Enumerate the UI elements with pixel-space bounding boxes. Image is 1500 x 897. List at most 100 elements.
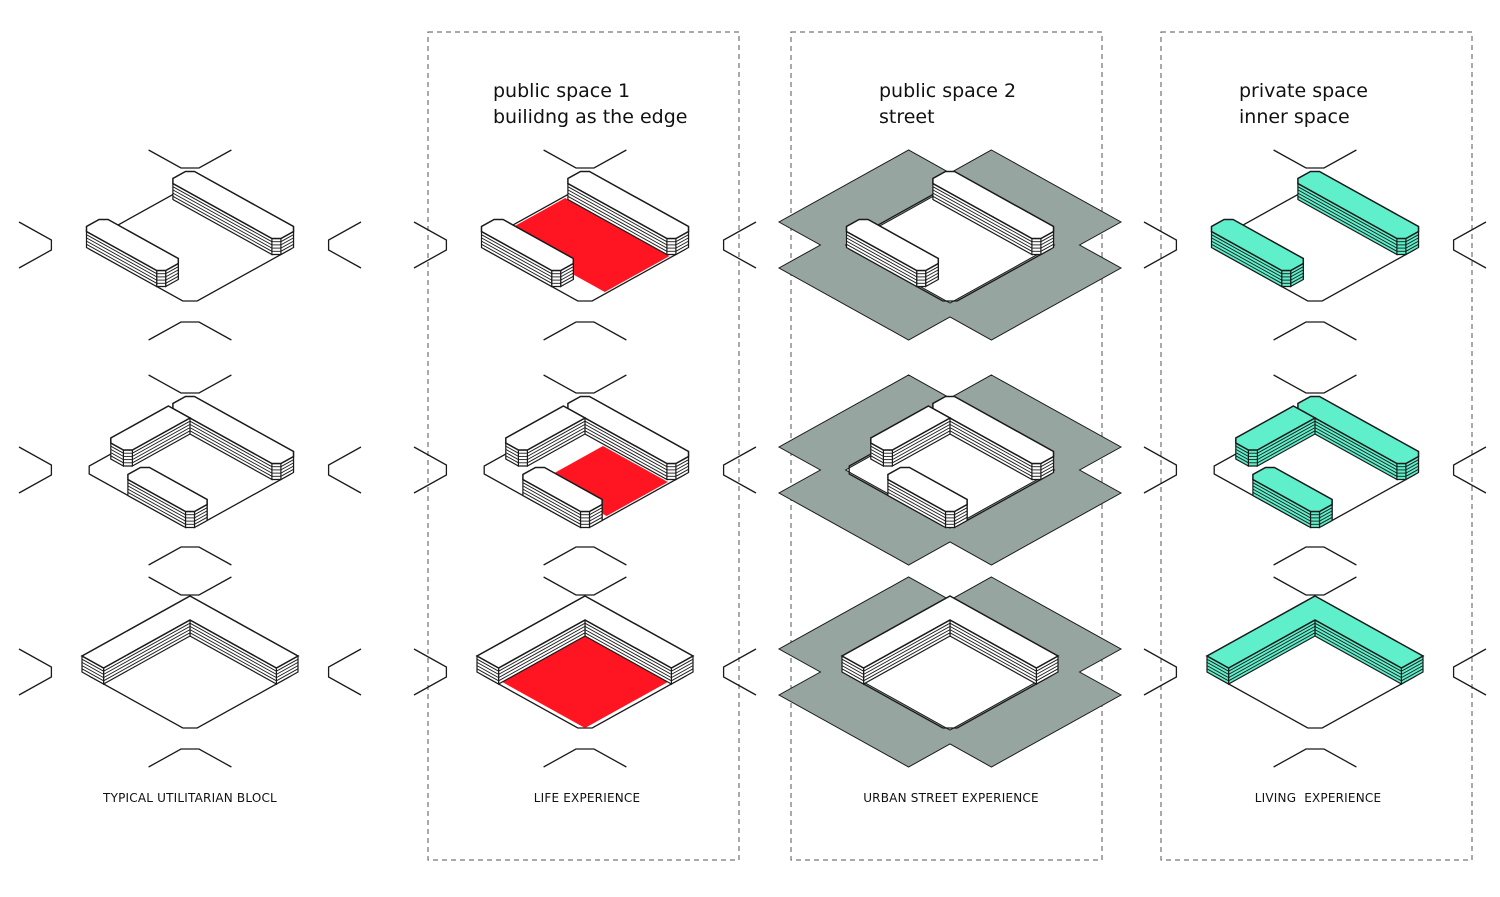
- building-roof: [172, 170, 295, 240]
- building-bar: [85, 218, 180, 288]
- building-bar: [567, 170, 690, 256]
- street-curb-line: [148, 576, 232, 596]
- building-bar: [1235, 405, 1317, 468]
- street-curb-line: [543, 576, 627, 596]
- building-bar: [1205, 595, 1425, 686]
- block-l-shape-corner: [413, 576, 757, 768]
- street-curb-line: [722, 446, 757, 494]
- building-bar: [127, 466, 208, 529]
- building-roof: [522, 466, 603, 513]
- caption-urban-street-experience: URBAN STREET EXPERIENCE: [863, 791, 1039, 805]
- building-bar: [505, 405, 587, 468]
- building-bar: [475, 595, 695, 686]
- building-bar: [480, 218, 575, 288]
- street-curb-line: [1273, 321, 1357, 341]
- building-roof: [505, 405, 587, 451]
- column-frame: [427, 31, 740, 861]
- building-roof: [840, 595, 1060, 669]
- building-roof: [1235, 405, 1317, 451]
- block-u-shape-with-short-bar: [413, 374, 757, 566]
- street-curb-line: [148, 321, 232, 341]
- building-roof: [567, 170, 690, 240]
- building-roof: [1205, 595, 1425, 669]
- building-roof: [1297, 395, 1420, 465]
- building-roof: [870, 405, 952, 451]
- building-bar: [870, 405, 952, 468]
- street-curb-line: [18, 648, 53, 696]
- block-u-shape-with-short-bar: [1143, 374, 1487, 566]
- street-curb-line: [148, 149, 232, 169]
- street-curb-line: [413, 648, 448, 696]
- heading-line: public space 1: [493, 80, 631, 102]
- building-roof: [887, 466, 968, 513]
- block-u-shape-with-short-bar: [777, 374, 1123, 566]
- street-curb-line: [327, 221, 362, 269]
- street-curb-line: [18, 221, 53, 269]
- building-roof: [932, 170, 1055, 240]
- building-bar: [110, 405, 192, 468]
- block-l-shape-corner: [1143, 576, 1487, 768]
- building-roof: [1252, 466, 1333, 513]
- street-curb-line: [543, 546, 627, 566]
- street-curb-line: [1273, 748, 1357, 768]
- street-curb-line: [543, 321, 627, 341]
- block-l-shape-corner: [777, 576, 1123, 768]
- building-roof: [480, 218, 575, 272]
- building-bar: [80, 595, 300, 686]
- heading-private-space: private space inner space: [1239, 78, 1368, 130]
- building-bar: [1210, 218, 1305, 288]
- building-bar: [172, 170, 295, 256]
- street-curb-line: [1273, 576, 1357, 596]
- heading-line: builidng as the edge: [493, 106, 688, 128]
- building-bar: [567, 395, 690, 481]
- column-frame: [1160, 31, 1473, 861]
- caption-living-experience: LIVING EXPERIENCE: [1254, 791, 1382, 805]
- street-curb-line: [18, 446, 53, 494]
- courtyard-public-space: [500, 198, 670, 292]
- block-two-parallel-bars: [1143, 149, 1487, 341]
- building-roof: [85, 218, 180, 272]
- building-bar: [887, 466, 968, 529]
- street-curb-line: [722, 221, 757, 269]
- building-roof: [567, 395, 690, 465]
- building-bar: [840, 595, 1060, 686]
- street-curb-line: [543, 748, 627, 768]
- street-curb-line: [327, 648, 362, 696]
- street-curb-line: [1143, 648, 1178, 696]
- building-bar: [845, 218, 940, 288]
- street-curb-line: [543, 149, 627, 169]
- building-bar: [172, 395, 295, 481]
- building-bar: [1297, 170, 1420, 256]
- block-u-shape-with-short-bar: [18, 374, 362, 566]
- heading-line: public space 2: [879, 80, 1017, 102]
- street-curb-line: [1273, 374, 1357, 394]
- building-roof: [932, 395, 1055, 465]
- building-roof: [127, 466, 208, 513]
- building-roof: [845, 218, 940, 272]
- building-bar: [522, 466, 603, 529]
- courtyard-public-space: [541, 446, 668, 516]
- heading-public-space-2: public space 2 street: [879, 78, 1016, 130]
- building-roof: [172, 395, 295, 465]
- building-bar: [1252, 466, 1333, 529]
- caption-life-experience: LIFE EXPERIENCE: [533, 791, 641, 805]
- street-curb-line: [543, 374, 627, 394]
- street-curb-line: [1452, 446, 1487, 494]
- street-curb-line: [413, 446, 448, 494]
- street-curb-line: [1143, 221, 1178, 269]
- block-two-parallel-bars: [777, 149, 1123, 341]
- building-roof: [1297, 170, 1420, 240]
- building-roof: [1210, 218, 1305, 272]
- caption-typical-block: TYPICAL UTILITARIAN BLOCL: [103, 791, 277, 805]
- heading-public-space-1: public space 1 builidng as the edge: [493, 78, 687, 130]
- street-curb-line: [1143, 446, 1178, 494]
- street-curb-line: [413, 221, 448, 269]
- building-roof: [110, 405, 192, 451]
- street-curb-line: [148, 748, 232, 768]
- block-two-parallel-bars: [18, 149, 362, 341]
- street-curb-line: [1273, 546, 1357, 566]
- heading-line: private space: [1239, 80, 1368, 102]
- heading-line: inner space: [1239, 106, 1350, 128]
- building-roof: [80, 595, 300, 669]
